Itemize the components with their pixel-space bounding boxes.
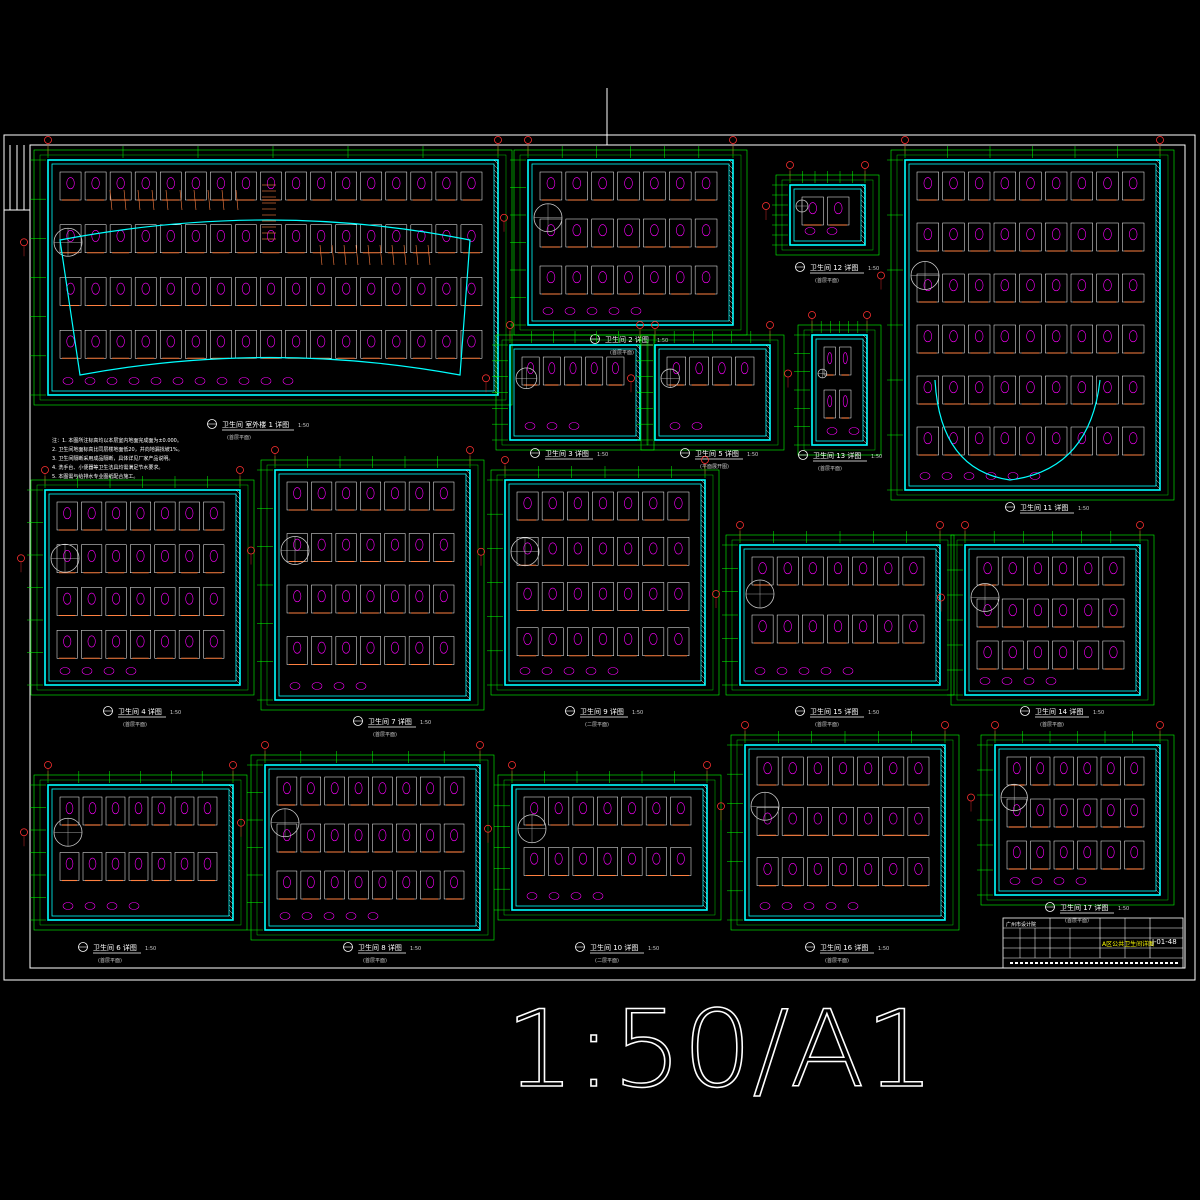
plan-p14: 卫生间 14 详图 1:50 (首层平面) xyxy=(937,521,1155,728)
wall-hatch xyxy=(702,784,708,910)
note-line: 4. 洗手台、小便器等卫生洁具均需满足节水要求。 xyxy=(52,464,163,471)
plan-title: 卫生间 4 详图 xyxy=(118,707,162,716)
wall-hatch xyxy=(635,344,641,440)
plan-subtitle: (二层平面) xyxy=(585,722,609,728)
wall-hatch xyxy=(728,159,734,325)
plan-scale: 1:50 xyxy=(871,454,882,460)
plan-subtitle: (二层平面) xyxy=(595,958,619,964)
plan-title: 卫生间 8 详图 xyxy=(358,943,402,952)
plan-title: 卫生间 室外楼 1 详图 xyxy=(222,420,289,429)
plan-p6: 卫生间 6 详图 1:50 (首层平面) xyxy=(20,761,248,964)
wall-hatch xyxy=(465,469,471,700)
wall-hatch xyxy=(1135,544,1141,695)
plan-title: 卫生间 15 详图 xyxy=(810,707,858,716)
wall-hatch xyxy=(700,479,706,685)
plan-title: 卫生间 17 详图 xyxy=(1060,903,1108,912)
plan-subtitle: (首层平面) xyxy=(825,957,849,964)
plan-title: 卫生间 5 详图 xyxy=(695,449,739,458)
title-block-drawing-title: A区公共卫生间详图 xyxy=(1102,940,1154,948)
plan-scale: 1:50 xyxy=(648,946,659,952)
plan-scale: 1:50 xyxy=(868,710,879,716)
plan-p16: 卫生间 16 详图 1:50 (首层平面) xyxy=(717,721,960,964)
plan-scale: 1:50 xyxy=(1093,710,1104,716)
plan-subtitle: (首层平面) xyxy=(815,721,839,728)
plan-p1-curved-outline xyxy=(59,219,471,376)
plan-p10: 卫生间 10 详图 1:50 (二层平面) xyxy=(484,761,722,964)
plan-subtitle: (首层平面) xyxy=(818,465,842,472)
plan-p1: 卫生间 室外楼 1 详图 1:50 (首层平面) xyxy=(20,136,513,441)
plan-subtitle: (首层平面) xyxy=(610,349,634,356)
wall-hatch xyxy=(862,334,868,445)
title-block: 广州市设计院 A区公共卫生间详图 J-01-48 xyxy=(1002,917,1184,969)
plans-layer: 卫生间 室外楼 1 详图 1:50 (首层平面) 卫生间 2 详图 1:50 (首层平面)… xyxy=(17,136,1175,964)
plan-p15: 卫生间 15 详图 1:50 (首层平面) xyxy=(712,521,955,728)
plan-p4: 卫生间 4 详图 1:50 (首层平面) xyxy=(17,466,255,728)
plan-title: 卫生间 6 详图 xyxy=(93,943,137,952)
sheet-scale-label: 1:50/A1 xyxy=(505,988,935,1111)
plan-scale: 1:50 xyxy=(145,946,156,952)
plan-title: 卫生间 14 详图 xyxy=(1035,707,1083,716)
plan-subtitle: (首层平面) xyxy=(123,721,147,728)
plan-scale: 1:50 xyxy=(747,452,758,458)
plan-title: 卫生间 9 详图 xyxy=(580,707,624,716)
plan-title: 卫生间 11 详图 xyxy=(1020,503,1068,512)
wall-hatch xyxy=(935,544,941,685)
plan-subtitle: (首层平面) xyxy=(1065,917,1089,924)
plan-scale: 1:50 xyxy=(868,266,879,272)
plan-scale: 1:50 xyxy=(410,946,421,952)
plan-scale: 1:50 xyxy=(420,720,431,726)
plan-title: 卫生间 2 详图 xyxy=(605,335,649,344)
title-block-drawing-number: J-01-48 xyxy=(1151,938,1177,946)
note-line: 3. 卫生间隔断采用成品隔断，具体详见厂家产品说明。 xyxy=(52,455,173,462)
plan-title: 卫生间 3 详图 xyxy=(545,449,589,458)
plan-subtitle: (首层平面) xyxy=(1040,721,1064,728)
plan-scale: 1:50 xyxy=(657,338,668,344)
plan-p12: 卫生间 12 详图 1:50 (首层平面) xyxy=(762,161,880,284)
note-line: 2. 卫生间地面标高比同层楼地面低20，并向地漏找坡1%。 xyxy=(52,446,183,453)
plan-p3b: 卫生间 5 详图 1:50 (平面展开图) xyxy=(627,321,785,470)
title-block-company: 广州市设计院 xyxy=(1006,921,1036,928)
plan-subtitle: (首层平面) xyxy=(363,957,387,964)
plan-title: 卫生间 16 详图 xyxy=(820,943,868,952)
plan-scale: 1:50 xyxy=(1118,906,1129,912)
wall-hatch xyxy=(765,344,771,440)
plan-p17: 卫生间 17 详图 1:50 (首层平面) xyxy=(967,721,1175,924)
plan-scale: 1:50 xyxy=(632,710,643,716)
plan-title: 卫生间 12 详图 xyxy=(810,263,858,272)
plan-p11-curved-outline xyxy=(934,379,1101,481)
wall-hatch xyxy=(228,784,234,920)
note-line: 5. 本图需与给排水专业图纸配合施工。 xyxy=(52,473,138,480)
plan-scale: 1:50 xyxy=(878,946,889,952)
plan-subtitle: (平面展开图) xyxy=(700,464,729,470)
wall-hatch xyxy=(235,489,241,685)
plan-p8: 卫生间 8 详图 1:50 (首层平面) xyxy=(237,741,495,964)
plan-p13: 卫生间 13 详图 1:50 (首层平面) xyxy=(784,311,882,472)
wall-hatch xyxy=(860,184,866,245)
wall-hatch xyxy=(1155,744,1161,895)
sheet-frame xyxy=(3,88,1196,981)
plan-scale: 1:50 xyxy=(170,710,181,716)
plan-title: 卫生间 7 详图 xyxy=(368,717,412,726)
plan-title: 卫生间 13 详图 xyxy=(813,451,861,460)
plan-scale: 1:50 xyxy=(298,423,309,429)
plan-p9: 卫生间 9 详图 1:50 (二层平面) xyxy=(477,456,720,728)
plan-title: 卫生间 10 详图 xyxy=(590,943,638,952)
general-notes: 注：1. 本图所注标高均以本层室内地面完成面为±0.000。 2. 卫生间地面标高… xyxy=(52,437,183,480)
wall-hatch xyxy=(475,764,481,930)
plan-p7: 卫生间 7 详图 1:50 (首层平面) xyxy=(247,446,485,738)
plan-subtitle: (首层平面) xyxy=(373,731,397,738)
note-line: 注：1. 本图所注标高均以本层室内地面完成面为±0.000。 xyxy=(52,437,182,444)
plan-subtitle: (首层平面) xyxy=(815,277,839,284)
plan-subtitle: (首层平面) xyxy=(227,434,251,441)
plan-subtitle: (首层平面) xyxy=(98,957,122,964)
wall-hatch xyxy=(940,744,946,920)
wall-hatch xyxy=(1155,159,1161,490)
plan-scale: 1:50 xyxy=(1078,506,1089,512)
plan-p11: 卫生间 11 详图 1:50 xyxy=(877,136,1175,514)
plan-scale: 1:50 xyxy=(597,452,608,458)
